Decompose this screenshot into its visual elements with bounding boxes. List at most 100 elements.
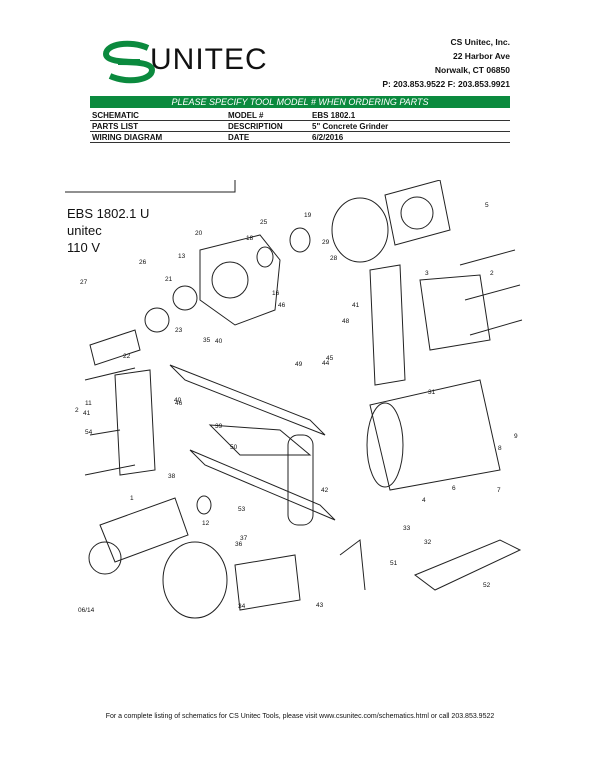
part-number: 3 [425, 270, 429, 277]
part-number: 48 [342, 318, 350, 325]
logo-swoosh-bottom [108, 59, 156, 84]
part-number: 31 [428, 389, 436, 396]
chassis-frame [169, 364, 326, 436]
spanner-wrench [413, 539, 522, 591]
screw [84, 464, 136, 476]
bellows [287, 434, 314, 526]
info-key: DESCRIPTION [228, 122, 283, 131]
part-number: 49 [295, 361, 303, 368]
flange-plate [384, 180, 451, 246]
info-value: 5" Concrete Grinder [312, 122, 389, 131]
gear-housing [199, 234, 281, 326]
part-number: 8 [498, 445, 502, 452]
part-callouts: 1 2 2 3 4 5 6 7 8 9 11 12 13 14 15 16 17… [75, 180, 518, 610]
motor-shroud [162, 541, 228, 619]
part-number: 23 [175, 327, 183, 334]
part-number: 32 [424, 539, 432, 546]
screw [459, 249, 516, 266]
part-number: 50 [230, 444, 238, 451]
part-number: 41 [352, 302, 360, 309]
armature [99, 497, 189, 563]
company-address: CS Unitec, Inc. 22 Harbor Ave Norwalk, C… [382, 35, 510, 91]
bearing [172, 285, 198, 311]
company-street: 22 Harbor Ave [452, 51, 510, 61]
part-number: 53 [238, 506, 246, 513]
part-number: 33 [403, 525, 411, 532]
logo-wordmark: UNITEC [150, 43, 268, 76]
part-number: 5 [485, 202, 489, 209]
part-number: 21 [165, 276, 173, 283]
part-number: 35 [203, 337, 211, 344]
part-number: 9 [514, 433, 518, 440]
part-number: 40 [174, 397, 182, 404]
part-number: 34 [238, 603, 246, 610]
part-number: 41 [83, 410, 91, 417]
chassis-plate [208, 424, 312, 456]
washer [196, 495, 212, 515]
motor-housing [369, 379, 501, 491]
info-row: PARTS LIST DESCRIPTION 5" Concrete Grind… [90, 121, 510, 132]
chassis-frame [189, 449, 336, 521]
gear-housing-bore [211, 261, 249, 299]
part-number: 17 [450, 180, 458, 182]
part-number: 1 [130, 495, 134, 502]
part-number: 26 [139, 259, 147, 266]
part-number: 36 [235, 541, 243, 548]
part-number: 52 [483, 582, 491, 589]
side-cover [369, 264, 406, 386]
info-key: DATE [228, 133, 250, 142]
part-number: 37 [240, 535, 248, 542]
info-value: 6/2/2016 [312, 133, 344, 142]
part-number: 51 [390, 560, 398, 567]
info-label: PARTS LIST [92, 122, 139, 131]
flange-plate-bore [400, 196, 434, 230]
part-number: 18 [246, 235, 254, 242]
power-cord [339, 539, 366, 591]
info-value: EBS 1802.1 [312, 111, 356, 120]
screw [84, 367, 136, 381]
company-phone-fax: P: 203.853.9522 F: 203.853.9921 [382, 79, 510, 89]
part-number: 44 [322, 360, 330, 367]
part-number: 12 [202, 520, 210, 527]
part-number: 19 [304, 212, 312, 219]
part-number: 40 [215, 338, 223, 345]
info-row: SCHEMATIC MODEL # EBS 1802.1 [90, 110, 510, 121]
screw [89, 429, 121, 436]
o-ring [331, 197, 389, 263]
motor-housing-end [366, 402, 404, 488]
part-number: 54 [85, 429, 93, 436]
part-number: 2 [490, 270, 494, 277]
screw [469, 319, 523, 336]
company-name: CS Unitec, Inc. [450, 37, 510, 47]
footer-note: For a complete listing of schematics for… [105, 713, 495, 720]
part-number: 38 [168, 473, 176, 480]
bearing [289, 227, 311, 253]
info-row: WIRING DIAGRAM DATE 6/2/2016 [90, 132, 510, 143]
part-number: 20 [195, 230, 203, 237]
part-number: 46 [175, 400, 183, 407]
side-cover [114, 369, 156, 476]
part-number: 4 [422, 497, 426, 504]
diagram-voltage: 110 V [67, 240, 101, 255]
info-key: MODEL # [228, 111, 264, 120]
part-number: 11 [85, 400, 92, 407]
part-number: 28 [330, 255, 338, 262]
bearing [256, 246, 274, 268]
part-number: 13 [178, 253, 186, 260]
ordering-banner: PLEASE SPECIFY TOOL MODEL # WHEN ORDERIN… [90, 96, 510, 108]
bearing [144, 307, 170, 333]
sheet-code: 06/14 [78, 607, 95, 614]
part-number: 46 [278, 302, 286, 309]
field-coil [234, 554, 301, 611]
model-info-table: SCHEMATIC MODEL # EBS 1802.1 PARTS LIST … [90, 110, 510, 143]
diagram-frame [65, 180, 236, 193]
diagram-brand: unitec [67, 223, 102, 238]
part-number: 22 [123, 353, 131, 360]
part-number: 2 [75, 407, 79, 414]
armature-fan [88, 541, 122, 575]
part-number: 6 [452, 485, 456, 492]
part-number: 7 [497, 487, 501, 494]
diagram-model-label: EBS 1802.1 U unitec 110 V [67, 205, 149, 256]
exploded-parts-diagram: 1 2 2 3 4 5 6 7 8 9 11 12 13 14 15 16 17… [65, 180, 523, 619]
part-number: 15 [420, 180, 428, 182]
